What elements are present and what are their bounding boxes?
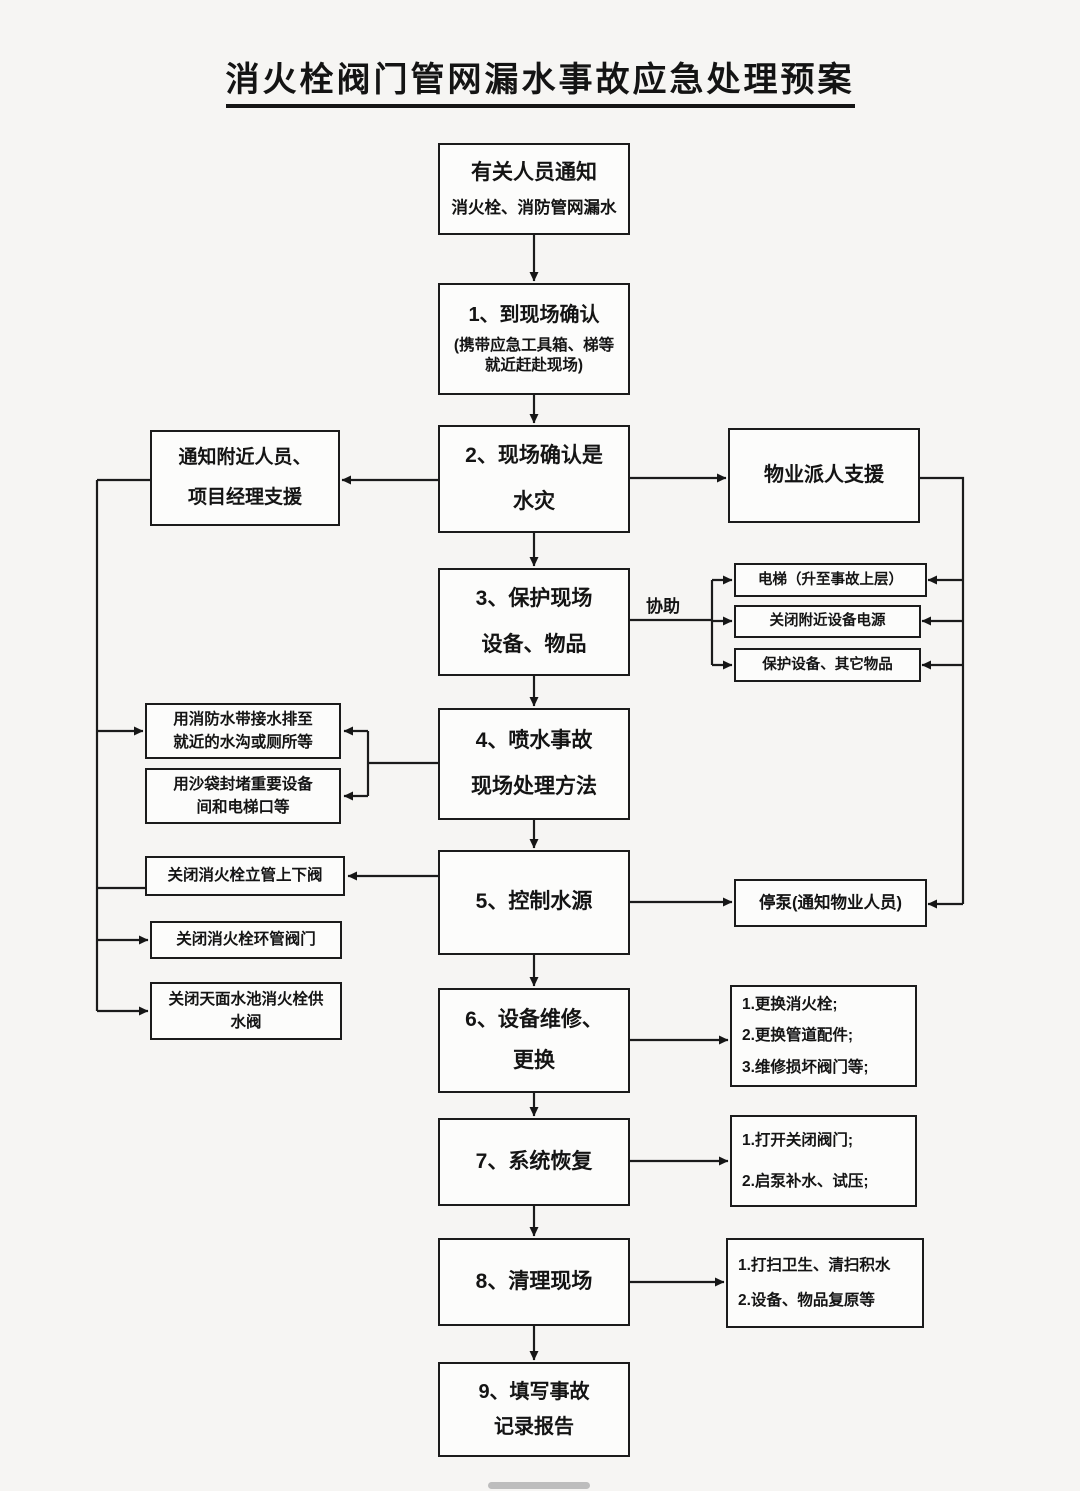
bottom-bar-decoration (488, 1482, 590, 1489)
node-line: 7、系统恢复 (475, 1149, 593, 1173)
node-line: 9、填写事故 (478, 1380, 590, 1403)
node-line: 关闭消火栓立管上下阀 (167, 867, 323, 885)
node-cut-nearby-power: 关闭附近设备电源 (734, 605, 921, 638)
node-line: 6、设备维修、 (465, 1008, 603, 1032)
node-line: 1.更换消火栓; (742, 995, 838, 1013)
node-step7-system-recovery: 7、系统恢复 (438, 1118, 630, 1206)
node-step2-confirm-flood: 2、现场确认是 水灾 (438, 425, 630, 533)
node-line: (携带应急工具箱、梯等就近赶赴现场) (453, 337, 615, 374)
node-close-standpipe-valve: 关闭消火栓立管上下阀 (145, 856, 345, 896)
node-drain-with-hose: 用消防水带接水排至 就近的水沟或厕所等 (145, 703, 341, 759)
node-line: 关闭消火栓环管阀门 (176, 931, 316, 949)
node-step5-control-water: 5、控制水源 (438, 850, 630, 955)
node-line: 设备、物品 (481, 633, 587, 656)
node-line: 项目经理支援 (187, 487, 302, 508)
node-line: 通知附近人员、 (178, 447, 312, 469)
node-line: 用消防水带接水排至 (173, 710, 313, 728)
node-step1-confirm-onsite: 1、到现场确认 (携带应急工具箱、梯等就近赶赴现场) (438, 283, 630, 395)
node-line: 1.打扫卫生、清扫积水 (738, 1256, 891, 1274)
node-line: 1.打开关闭阀门; (742, 1131, 854, 1149)
node-line: 物业派人支援 (764, 464, 884, 486)
node-line: 2.设备、物品复原等 (738, 1292, 875, 1309)
node-line: 电梯（升至事故上层） (758, 571, 903, 588)
node-cleanup-actions-list: 1.打扫卫生、清扫积水 2.设备、物品复原等 (726, 1238, 924, 1328)
node-notify-start: 有关人员通知 消火栓、消防管网漏水 (438, 143, 630, 235)
node-line: 水灾 (513, 490, 555, 513)
node-step8-clean-site: 8、清理现场 (438, 1238, 630, 1326)
node-protect-equipment-items: 保护设备、其它物品 (734, 648, 921, 682)
node-line: 用沙袋封堵重要设备 (173, 775, 313, 793)
node-line: 就近的水沟或厕所等 (173, 734, 313, 751)
diagram-title: 消火栓阀门管网漏水事故应急处理预案 (0, 52, 1080, 108)
node-line: 5、控制水源 (475, 890, 593, 914)
node-notify-nearby-support: 通知附近人员、 项目经理支援 (150, 430, 340, 526)
node-line: 更换 (513, 1048, 555, 1072)
node-line: 保护设备、其它物品 (762, 656, 893, 673)
node-step6-repair-replace: 6、设备维修、 更换 (438, 988, 630, 1093)
node-line: 2、现场确认是 (465, 443, 603, 467)
node-line: 停泵(通知物业人员) (759, 893, 902, 912)
node-step9-accident-report: 9、填写事故 记录报告 (438, 1362, 630, 1457)
node-line: 4、喷水事故 (475, 728, 593, 752)
node-line: 2.启泵补水、试压; (742, 1173, 869, 1190)
node-elevator-raise: 电梯（升至事故上层） (734, 563, 927, 597)
assist-label: 协助 (646, 597, 680, 616)
node-line: 1、到现场确认 (468, 304, 600, 327)
node-step4-spray-handling: 4、喷水事故 现场处理方法 (438, 708, 630, 820)
node-close-roof-tank-valve: 关闭天面水池消火栓供水阀 (150, 982, 342, 1040)
node-line: 有关人员通知 (471, 160, 597, 184)
node-recovery-actions-list: 1.打开关闭阀门; 2.启泵补水、试压; (730, 1115, 917, 1207)
node-stop-pump: 停泵(通知物业人员) (734, 879, 927, 927)
node-line: 记录报告 (494, 1415, 574, 1438)
node-line: 3.维修损坏阀门等; (742, 1058, 869, 1076)
node-line: 关闭附近设备电源 (769, 613, 886, 630)
node-line: 2.更换管道配件; (742, 1027, 854, 1045)
node-repair-actions-list: 1.更换消火栓; 2.更换管道配件; 3.维修损坏阀门等; (730, 985, 917, 1087)
node-step3-protect-site: 3、保护现场 设备、物品 (438, 568, 630, 676)
node-line: 现场处理方法 (471, 775, 597, 798)
node-line: 关闭天面水池消火栓供水阀 (168, 990, 324, 1031)
node-line: 间和电梯口等 (196, 799, 290, 816)
node-line: 3、保护现场 (475, 586, 593, 610)
node-close-ring-main-valve: 关闭消火栓环管阀门 (150, 921, 342, 959)
node-line: 8、清理现场 (475, 1269, 593, 1293)
node-sandbag-blocking: 用沙袋封堵重要设备 间和电梯口等 (145, 768, 341, 824)
node-line: 消火栓、消防管网漏水 (451, 198, 617, 217)
node-property-support: 物业派人支援 (728, 428, 920, 523)
